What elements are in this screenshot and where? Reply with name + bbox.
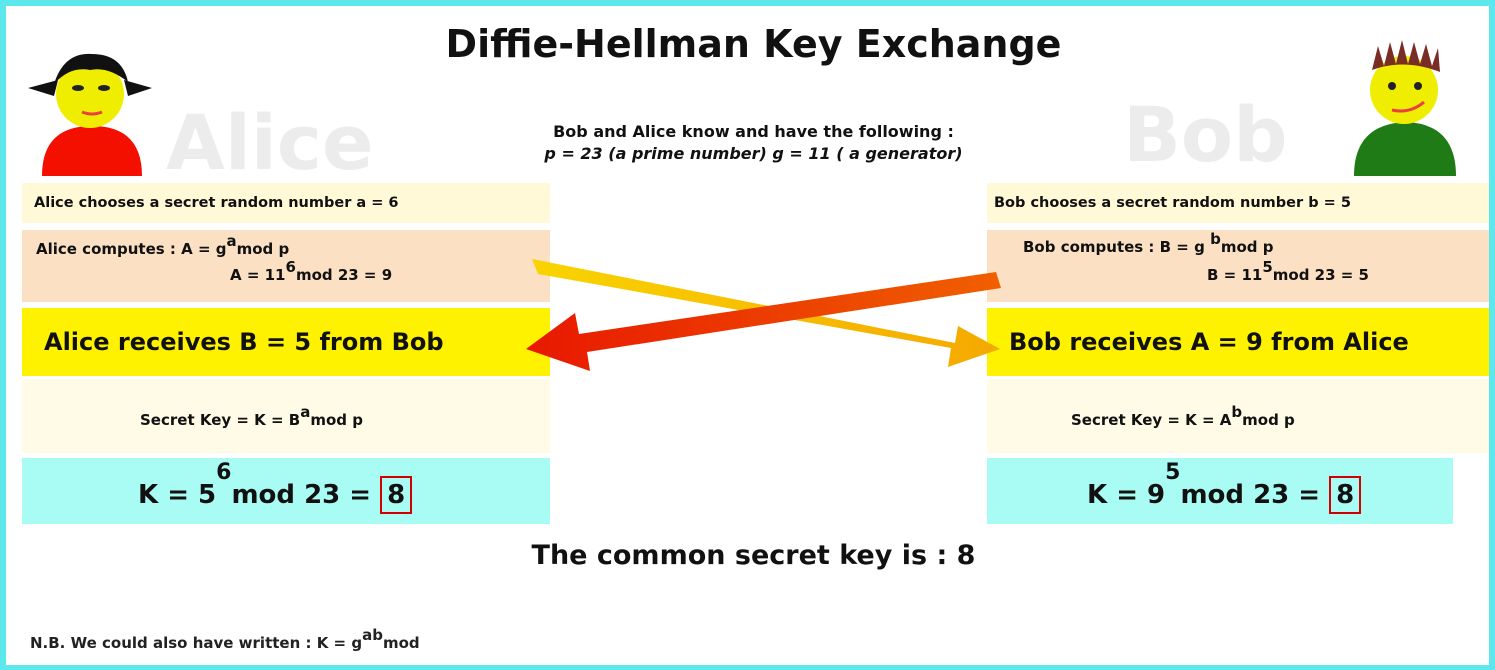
alice-choose-text: Alice chooses a secret random number a =…: [34, 195, 399, 211]
alice-avatar-icon: [28, 53, 152, 176]
shared-knowledge-line2: p = 23 (a prime number) g = 11 ( a gener…: [544, 144, 963, 163]
exchange-arrows: [526, 259, 1001, 371]
bob-receive-text: Bob receives A = 9 from Alice: [1009, 328, 1409, 356]
alice-result-formula: K = 56mod 23 = 8: [138, 460, 413, 514]
common-key-statement: The common secret key is : 8: [531, 540, 976, 571]
alice-secret-formula: Secret Key = K = Bamod p: [140, 403, 363, 429]
bob-compute-box: Bob computes : B = g bmod p B = 115mod 2…: [987, 230, 1489, 302]
alice-key-value: 8: [380, 476, 413, 514]
bob-choose-text: Bob chooses a secret random number b = 5: [994, 195, 1351, 211]
shared-knowledge-line1: Bob and Alice know and have the followin…: [553, 122, 954, 141]
alice-receive-text: Alice receives B = 5 from Bob: [44, 328, 444, 356]
footnote: N.B. We could also have written : K = ga…: [30, 626, 420, 652]
alice-ghost-name: Alice: [166, 98, 374, 187]
bob-ghost-name: Bob: [1123, 90, 1288, 179]
bob-secret-box: Secret Key = K = Abmod p: [987, 379, 1489, 453]
bob-secret-formula: Secret Key = K = Abmod p: [1071, 403, 1295, 429]
alice-compute-line1: Alice computes : A = gamod p: [36, 232, 290, 258]
bob-receive-box: Bob receives A = 9 from Alice: [987, 308, 1489, 376]
bob-compute-line1: Bob computes : B = g bmod p: [1023, 230, 1274, 256]
alice-secret-box: Secret Key = K = Bamod p: [22, 379, 550, 453]
bob-key-value: 8: [1329, 476, 1362, 514]
alice-compute-line2: A = 116mod 23 = 9: [230, 258, 393, 284]
bob-result-box: K = 95mod 23 = 8: [987, 458, 1453, 524]
bob-result-formula: K = 95mod 23 = 8: [1087, 460, 1362, 514]
alice-choose-box: Alice chooses a secret random number a =…: [22, 183, 550, 223]
bob-avatar-icon: [1354, 40, 1456, 176]
alice-result-box: K = 56mod 23 = 8: [22, 458, 550, 524]
alice-compute-box: Alice computes : A = gamod p A = 116mod …: [22, 230, 550, 302]
arrow-bob-to-alice-icon: [526, 272, 1001, 371]
alice-receive-box: Alice receives B = 5 from Bob: [22, 308, 550, 376]
bob-compute-line2: B = 115mod 23 = 5: [1207, 258, 1369, 284]
copyright-watermark: ©2007 Mat-D.com: [1486, 382, 1495, 536]
page-title: Diffie-Hellman Key Exchange: [445, 22, 1062, 66]
bob-choose-box: Bob chooses a secret random number b = 5: [987, 183, 1489, 223]
